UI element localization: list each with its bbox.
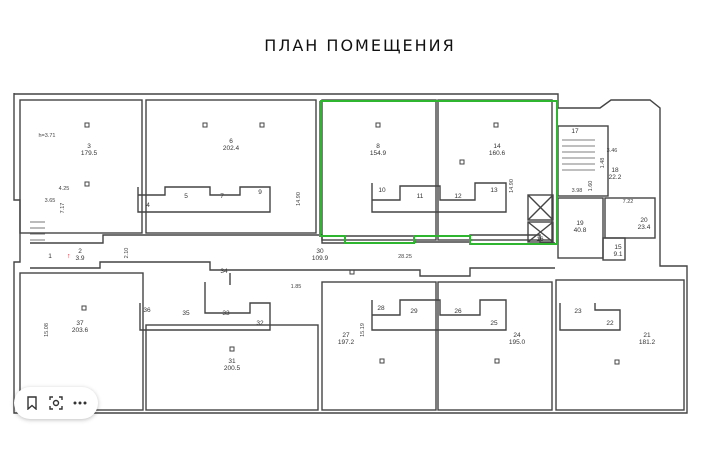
room-26-label: 26 <box>454 308 462 315</box>
room-2-label: 2 <box>78 248 82 255</box>
room-30-label: 30 <box>316 248 324 255</box>
dim-3: 7.17 <box>60 203 66 214</box>
room-37-area: 203.6 <box>72 327 89 334</box>
dim-8: 28.25 <box>398 254 412 260</box>
more-button[interactable] <box>69 392 91 414</box>
room-20-label: 20 <box>640 217 648 224</box>
room-16-label: 16 <box>536 236 544 243</box>
room-34-label: 34 <box>220 268 228 275</box>
dim-9: 15.08 <box>44 323 50 337</box>
image-search-icon <box>49 396 63 410</box>
dim-13: 3.98 <box>572 188 583 194</box>
room-7-label: 7 <box>220 193 224 200</box>
room-24-label: 24 <box>513 332 521 339</box>
room-4-label: 4 <box>146 202 150 209</box>
dim-10: 15.19 <box>360 323 366 337</box>
room-14-label: 14 <box>493 143 501 150</box>
room-12-label: 12 <box>454 193 462 200</box>
dim-4: 2.10 <box>124 248 130 259</box>
dim-15: 1.60 <box>588 181 594 192</box>
dim-11: 3.46 <box>607 148 618 154</box>
room-9-label: 9 <box>258 189 262 196</box>
bookmark-icon <box>27 396 37 410</box>
room-19-label: 19 <box>576 220 584 227</box>
room-13-label: 13 <box>490 187 498 194</box>
room-5-label: 5 <box>184 193 188 200</box>
image-toolbar <box>14 387 98 419</box>
room-31-area: 200.5 <box>224 365 241 372</box>
room-32-label: 32 <box>256 320 264 327</box>
room-15-label: 15 <box>614 244 622 251</box>
highlighted-area <box>319 100 558 245</box>
room-3-area: 179.5 <box>81 150 98 157</box>
room-36-label: 36 <box>143 307 151 314</box>
room-25-label: 25 <box>490 320 498 327</box>
room-27-area: 197.2 <box>338 339 355 346</box>
room-14-area: 160.6 <box>489 150 506 157</box>
room-18-label: 18 <box>611 167 619 174</box>
dim-height: h=3.71 <box>39 133 56 139</box>
room-6-area: 202.4 <box>223 145 240 152</box>
room-22-label: 22 <box>606 320 614 327</box>
room-24-area: 195.0 <box>509 339 526 346</box>
page-title: ПЛАН ПОМЕЩЕНИЯ <box>264 36 456 55</box>
room-29-label: 29 <box>410 308 418 315</box>
dim-12: 1.48 <box>600 158 606 169</box>
dim-2: 3.65 <box>45 198 56 204</box>
room-2-area: 3.9 <box>75 255 84 262</box>
more-icon <box>73 401 87 405</box>
room-27-label: 27 <box>342 332 350 339</box>
room-20-area: 23.4 <box>638 224 651 231</box>
room-8-label: 8 <box>376 143 380 150</box>
room-19-area: 40.8 <box>574 227 587 234</box>
room-21-label: 21 <box>643 332 651 339</box>
dim-14: 7.22 <box>623 199 634 205</box>
dim-1: 4.25 <box>59 186 70 192</box>
room-10-label: 10 <box>378 187 386 194</box>
image-search-button[interactable] <box>45 392 67 414</box>
room-1-label: 1 <box>48 253 52 260</box>
dim-6: 14.90 <box>296 192 302 206</box>
room-15-area: 9.1 <box>613 251 622 258</box>
room-11-label: 11 <box>417 193 424 200</box>
room-6-label: 6 <box>229 138 233 145</box>
room-33-label: 33 <box>222 310 230 317</box>
room-17-label: 17 <box>571 128 579 135</box>
room-23-label: 23 <box>574 308 582 315</box>
room-21-area: 181.2 <box>639 339 656 346</box>
room-31-label: 31 <box>228 358 236 365</box>
marker: ↑ <box>67 253 71 260</box>
room-37-label: 37 <box>76 320 84 327</box>
room-28-label: 28 <box>377 305 385 312</box>
room-35-label: 35 <box>182 310 190 317</box>
room-18-area: 22.2 <box>609 174 622 181</box>
room-8-area: 154.9 <box>370 150 387 157</box>
dim-5: 1.85 <box>291 284 302 290</box>
bookmark-button[interactable] <box>21 392 43 414</box>
room-30-area: 109.9 <box>312 255 329 262</box>
room-3-label: 3 <box>87 143 91 150</box>
dim-7: 14.90 <box>509 179 515 193</box>
